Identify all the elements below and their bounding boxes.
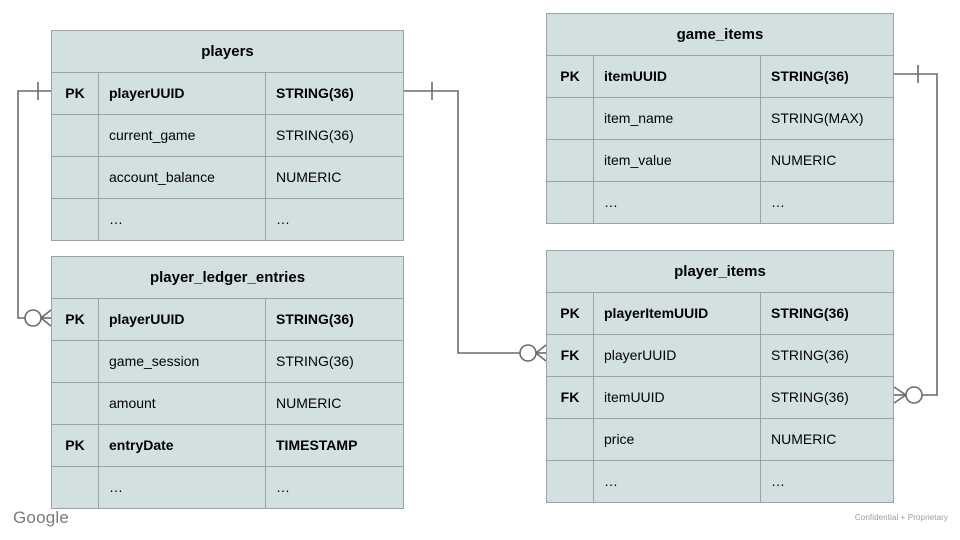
attribute-key: PK	[547, 56, 594, 97]
entity-players[interactable]: players PK playerUUID STRING(36) current…	[51, 30, 404, 241]
confidentiality-notice: Confidential + Proprietary	[854, 513, 948, 522]
attribute-type: STRING(36)	[276, 127, 354, 143]
table-row[interactable]: FK playerUUID STRING(36)	[547, 335, 893, 377]
table-row[interactable]: PK entryDate TIMESTAMP	[52, 425, 403, 467]
attribute-type: NUMERIC	[771, 431, 837, 447]
attribute-name: …	[594, 182, 761, 223]
attribute-name: …	[594, 461, 761, 502]
attribute-name: current_game	[99, 115, 266, 156]
relationship-game-items-to-player-items	[893, 65, 938, 404]
relationship-players-to-player-items	[404, 82, 547, 362]
attribute-type: TIMESTAMP	[276, 437, 358, 453]
attribute-key: FK	[547, 335, 594, 376]
attribute-key	[52, 467, 99, 508]
attribute-name: playerItemUUID	[594, 293, 761, 334]
table-row[interactable]: game_session STRING(36)	[52, 341, 403, 383]
attribute-type: STRING(MAX)	[771, 110, 864, 126]
attribute-type: NUMERIC	[771, 152, 837, 168]
attribute-key	[52, 157, 99, 198]
relationship-players-to-ledger	[17, 82, 52, 327]
attribute-name: playerUUID	[99, 73, 266, 114]
attribute-key	[52, 341, 99, 382]
attribute-name: item_name	[594, 98, 761, 139]
attribute-name: price	[594, 419, 761, 460]
table-row[interactable]: … …	[52, 467, 403, 508]
cardinality-zero-circle	[519, 344, 537, 362]
google-wordmark: Google	[13, 508, 70, 527]
cardinality-zero-circle	[24, 309, 42, 327]
attribute-type: STRING(36)	[276, 311, 354, 327]
entity-title: game_items	[547, 14, 893, 56]
table-row[interactable]: … …	[52, 199, 403, 240]
attribute-name: amount	[99, 383, 266, 424]
attribute-type: STRING(36)	[771, 305, 849, 321]
attribute-type: …	[276, 211, 290, 227]
table-row[interactable]: PK itemUUID STRING(36)	[547, 56, 893, 98]
attribute-name: item_value	[594, 140, 761, 181]
table-row[interactable]: PK playerUUID STRING(36)	[52, 73, 403, 115]
table-row[interactable]: … …	[547, 461, 893, 502]
attribute-key: PK	[52, 299, 99, 340]
attribute-key	[52, 199, 99, 240]
attribute-key	[547, 461, 594, 502]
attribute-type: …	[276, 479, 290, 495]
attribute-key: PK	[52, 73, 99, 114]
attribute-key	[547, 182, 594, 223]
attribute-type: STRING(36)	[771, 347, 849, 363]
attribute-key	[52, 383, 99, 424]
attribute-key: PK	[52, 425, 99, 466]
attribute-name: playerUUID	[594, 335, 761, 376]
attribute-type: …	[771, 194, 785, 210]
attribute-name: …	[99, 467, 266, 508]
table-row[interactable]: current_game STRING(36)	[52, 115, 403, 157]
attribute-name: …	[99, 199, 266, 240]
attribute-type: STRING(36)	[276, 353, 354, 369]
attribute-name: playerUUID	[99, 299, 266, 340]
table-row[interactable]: price NUMERIC	[547, 419, 893, 461]
attribute-type: …	[771, 473, 785, 489]
attribute-type: NUMERIC	[276, 395, 342, 411]
table-row[interactable]: PK playerItemUUID STRING(36)	[547, 293, 893, 335]
attribute-type: STRING(36)	[771, 389, 849, 405]
entity-title: player_items	[547, 251, 893, 293]
attribute-key	[547, 140, 594, 181]
table-row[interactable]: FK itemUUID STRING(36)	[547, 377, 893, 419]
attribute-type: STRING(36)	[771, 68, 849, 84]
entity-title: player_ledger_entries	[52, 257, 403, 299]
attribute-key	[52, 115, 99, 156]
table-row[interactable]: item_value NUMERIC	[547, 140, 893, 182]
attribute-name: entryDate	[99, 425, 266, 466]
attribute-key	[547, 419, 594, 460]
table-row[interactable]: account_balance NUMERIC	[52, 157, 403, 199]
table-row[interactable]: PK playerUUID STRING(36)	[52, 299, 403, 341]
entity-player-ledger-entries[interactable]: player_ledger_entries PK playerUUID STRI…	[51, 256, 404, 509]
entity-title: players	[52, 31, 403, 73]
entity-game-items[interactable]: game_items PK itemUUID STRING(36) item_n…	[546, 13, 894, 224]
attribute-type: STRING(36)	[276, 85, 354, 101]
attribute-key: PK	[547, 293, 594, 334]
table-row[interactable]: amount NUMERIC	[52, 383, 403, 425]
attribute-name: itemUUID	[594, 377, 761, 418]
attribute-key	[547, 98, 594, 139]
attribute-key: FK	[547, 377, 594, 418]
table-row[interactable]: item_name STRING(MAX)	[547, 98, 893, 140]
attribute-name: game_session	[99, 341, 266, 382]
cardinality-zero-circle	[905, 386, 923, 404]
entity-player-items[interactable]: player_items PK playerItemUUID STRING(36…	[546, 250, 894, 503]
attribute-name: account_balance	[99, 157, 266, 198]
attribute-name: itemUUID	[594, 56, 761, 97]
attribute-type: NUMERIC	[276, 169, 342, 185]
table-row[interactable]: … …	[547, 182, 893, 223]
